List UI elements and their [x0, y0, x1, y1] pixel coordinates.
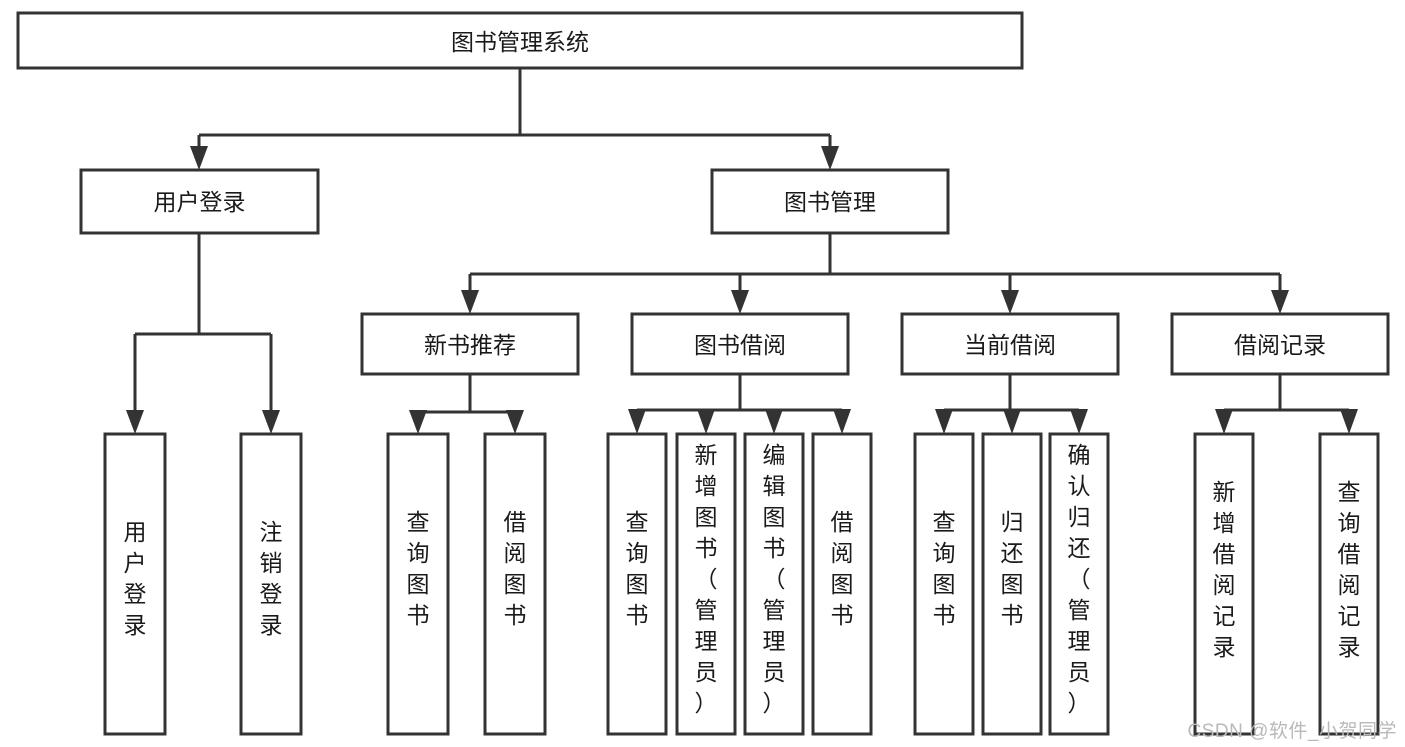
node-leaf-user-login[interactable]: 用户登录	[103, 432, 167, 736]
node-book-manage[interactable]: 图书管理	[710, 168, 950, 235]
node-user-login-box[interactable]	[79, 168, 320, 235]
node-new-book-rec-box[interactable]	[360, 312, 580, 376]
arrowhead-leaf-confirm-return	[1070, 409, 1088, 434]
node-leaf-query-record-label: 查询借阅记录	[1338, 479, 1361, 660]
node-leaf-edit-book-label: 编辑图书（管理员）	[763, 442, 786, 716]
node-leaf-add-record[interactable]: 新增借阅记录	[1193, 432, 1255, 736]
node-new-book-rec[interactable]: 新书推荐	[360, 312, 580, 376]
node-leaf-return-book-label: 归还图书	[1001, 509, 1024, 628]
node-leaf-add-record-box[interactable]	[1193, 432, 1255, 736]
node-leaf-confirm-return[interactable]: 确认归还（管理员）	[1048, 432, 1110, 736]
node-leaf-confirm-return-box[interactable]	[1048, 432, 1110, 736]
node-borrow-record-box[interactable]	[1170, 312, 1390, 376]
arrowhead-leaf-query-book-3	[935, 409, 953, 434]
node-current-borrow-box[interactable]	[900, 312, 1120, 376]
node-leaf-borrow-book-2[interactable]: 借阅图书	[811, 432, 873, 736]
node-leaf-confirm-return-label: 确认归还（管理员）	[1068, 442, 1091, 716]
node-leaf-add-book-label: 新增图书（管理员）	[695, 442, 718, 716]
arrowhead-leaf-borrow-book-2	[833, 409, 851, 434]
node-new-book-rec-label: 新书推荐	[424, 332, 516, 358]
node-leaf-logout-label: 注销登录	[260, 519, 283, 638]
node-book-borrow-label: 图书借阅	[694, 332, 786, 358]
node-borrow-record-label: 借阅记录	[1234, 332, 1326, 358]
node-book-manage-label: 图书管理	[784, 189, 876, 215]
node-current-borrow[interactable]: 当前借阅	[900, 312, 1120, 376]
node-leaf-add-book[interactable]: 新增图书（管理员）	[675, 432, 737, 736]
node-leaf-borrow-book-1-label: 借阅图书	[504, 509, 527, 628]
node-leaf-query-book-3-label: 查询图书	[933, 509, 956, 628]
node-user-login[interactable]: 用户登录	[79, 168, 320, 235]
node-root[interactable]: 图书管理系统	[16, 11, 1024, 70]
node-leaf-logout[interactable]: 注销登录	[239, 432, 303, 736]
node-leaf-query-book-3-box[interactable]	[913, 432, 975, 736]
arrowhead-leaf-query-book-2	[628, 409, 646, 434]
arrowhead-book-manage	[821, 146, 839, 170]
node-leaf-return-book[interactable]: 归还图书	[981, 432, 1043, 736]
node-current-borrow-label: 当前借阅	[964, 332, 1056, 358]
node-leaf-user-login-label: 用户登录	[124, 519, 147, 638]
node-leaf-edit-book-box[interactable]	[743, 432, 805, 736]
node-root-box[interactable]	[16, 11, 1024, 70]
node-leaf-borrow-book-1-box[interactable]	[483, 432, 547, 736]
node-book-manage-box[interactable]	[710, 168, 950, 235]
node-leaf-borrow-book-1[interactable]: 借阅图书	[483, 432, 547, 736]
node-leaf-return-book-box[interactable]	[981, 432, 1043, 736]
arrowhead-user-login	[190, 146, 208, 170]
node-leaf-add-book-box[interactable]	[675, 432, 737, 736]
node-leaf-query-record[interactable]: 查询借阅记录	[1318, 432, 1380, 736]
arrowhead-leaf-add-record	[1215, 409, 1233, 434]
node-book-borrow-box[interactable]	[630, 312, 850, 376]
arrowhead-leaf-logout	[262, 410, 280, 434]
arrowhead-leaf-return-book	[1003, 409, 1021, 434]
node-leaf-add-record-label: 新增借阅记录	[1213, 479, 1236, 660]
node-leaf-query-book-1-label: 查询图书	[407, 509, 430, 628]
node-leaf-query-book-2-box[interactable]	[606, 432, 668, 736]
node-root-label: 图书管理系统	[451, 29, 589, 55]
node-leaf-borrow-book-2-box[interactable]	[811, 432, 873, 736]
node-leaf-query-book-2-label: 查询图书	[626, 509, 649, 628]
arrowhead-leaf-query-record	[1340, 409, 1358, 434]
arrowhead-leaf-user-login	[126, 410, 144, 434]
node-leaf-logout-box[interactable]	[239, 432, 303, 736]
arrowhead-leaf-borrow-book-1	[506, 410, 524, 434]
node-borrow-record[interactable]: 借阅记录	[1170, 312, 1390, 376]
node-user-login-label: 用户登录	[154, 189, 246, 215]
node-leaf-user-login-box[interactable]	[103, 432, 167, 736]
arrowhead-leaf-edit-book	[765, 409, 783, 434]
csdn-watermark: CSDN @软件_小贺同学	[1187, 721, 1397, 742]
node-leaf-query-record-box[interactable]	[1318, 432, 1380, 736]
arrowhead-leaf-query-book-1	[409, 410, 427, 434]
arrowhead-leaf-add-book	[697, 409, 715, 434]
arrowhead-new-book-rec	[461, 290, 479, 314]
node-leaf-borrow-book-2-label: 借阅图书	[831, 509, 854, 628]
arrowhead-borrow-record	[1271, 290, 1289, 314]
node-leaf-query-book-3[interactable]: 查询图书	[913, 432, 975, 736]
node-leaf-query-book-1-box[interactable]	[386, 432, 450, 736]
node-leaf-query-book-1[interactable]: 查询图书	[386, 432, 450, 736]
node-leaf-edit-book[interactable]: 编辑图书（管理员）	[743, 432, 805, 736]
node-leaf-query-book-2[interactable]: 查询图书	[606, 432, 668, 736]
arrowhead-book-borrow	[731, 290, 749, 314]
arrowhead-current-borrow	[1001, 290, 1019, 314]
connector-layer	[126, 68, 1358, 434]
node-book-borrow[interactable]: 图书借阅	[630, 312, 850, 376]
